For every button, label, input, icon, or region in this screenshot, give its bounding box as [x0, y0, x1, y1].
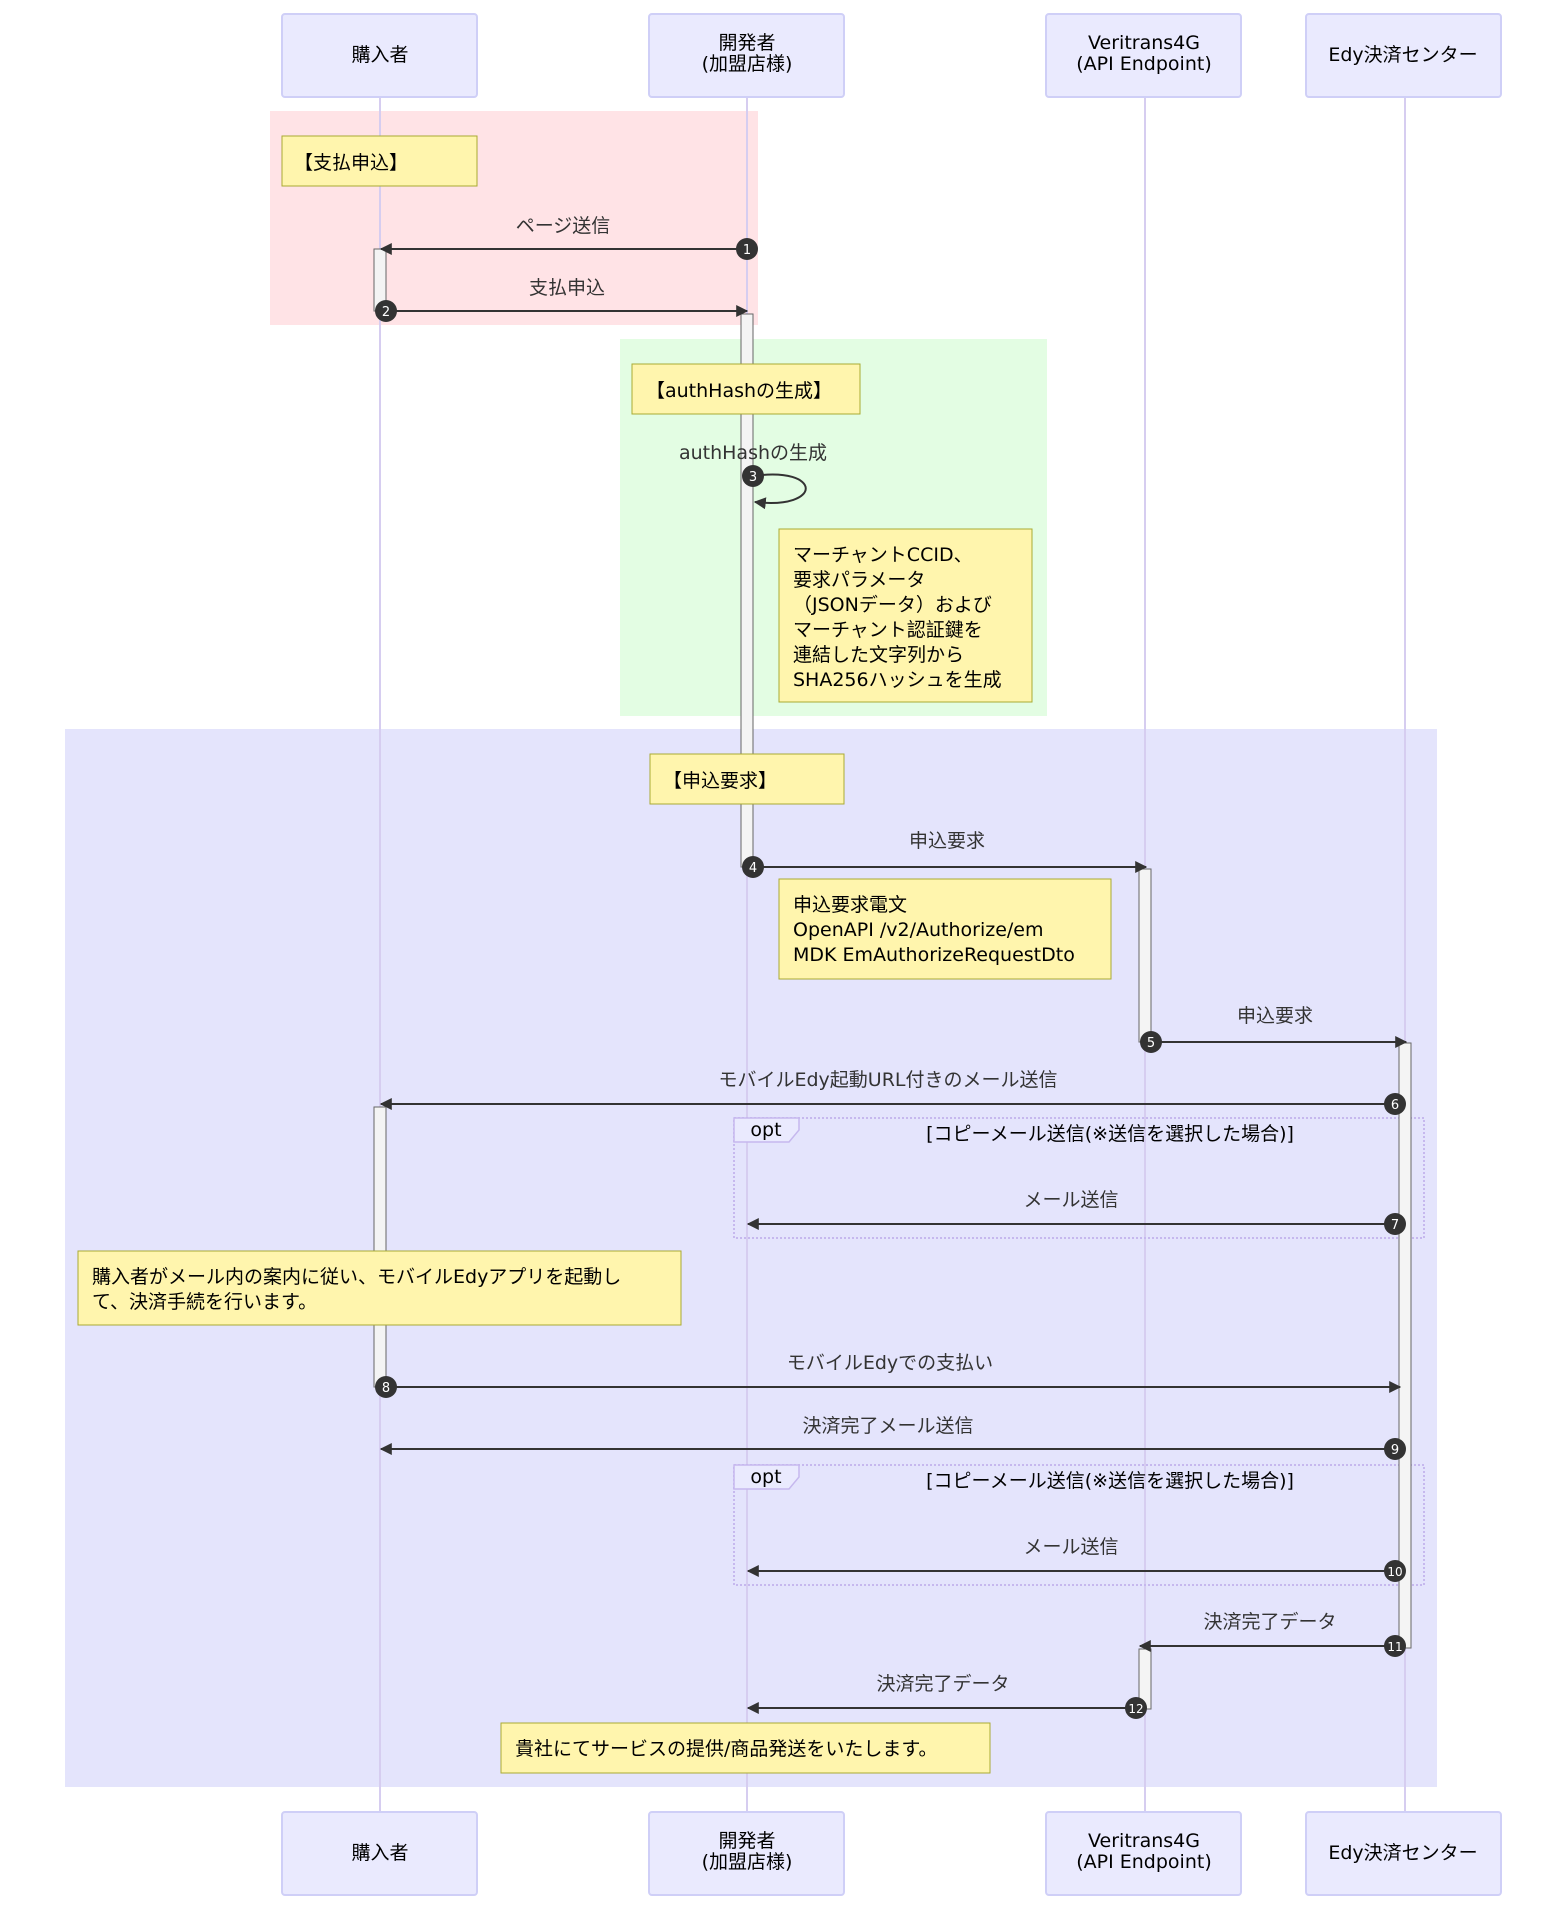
- svg-text:マーチャントCCID、: マーチャントCCID、: [793, 544, 973, 566]
- participant-developer-top: 開発者 (加盟店様): [648, 13, 845, 98]
- svg-text:（JSONデータ）および: （JSONデータ）および: [793, 594, 992, 616]
- sequence-number-5: 5: [1147, 1036, 1155, 1051]
- activation-edy-1: [1398, 1042, 1412, 1649]
- svg-text:Edy決済センター: Edy決済センター: [1328, 44, 1477, 66]
- sequence-number-8: 8: [382, 1381, 390, 1396]
- activation-veritrans-1: [1138, 868, 1152, 1043]
- sequence-number-10: 10: [1387, 1565, 1402, 1579]
- svg-text:連結した文字列から: 連結した文字列から: [793, 644, 964, 666]
- svg-text:(加盟店様): (加盟店様): [702, 53, 793, 75]
- svg-text:購入者: 購入者: [351, 44, 408, 66]
- message-2: 支払申込 2: [375, 277, 749, 322]
- opt-condition-2: [コピーメール送信(※送信を選択した場合)]: [926, 1470, 1294, 1492]
- opt-keyword-1: opt: [750, 1119, 781, 1141]
- svg-text:(API Endpoint): (API Endpoint): [1076, 53, 1212, 75]
- message-5: 申込要求 5: [1140, 1005, 1408, 1053]
- participant-developer-bottom: 開発者 (加盟店様): [648, 1811, 845, 1896]
- sequence-number-2: 2: [382, 305, 390, 320]
- participant-edy-bottom: Edy決済センター: [1305, 1811, 1502, 1896]
- opt-block-1: opt [コピーメール送信(※送信を選択した場合)]: [733, 1117, 1425, 1239]
- note-service: 貴社にてサービスの提供/商品発送をいたします。: [500, 1722, 991, 1774]
- svg-text:【支払申込】: 【支払申込】: [294, 152, 408, 174]
- sequence-number-11: 11: [1387, 1640, 1402, 1654]
- svg-text:MDK EmAuthorizeRequestDto: MDK EmAuthorizeRequestDto: [793, 944, 1075, 966]
- opt-block-2: opt [コピーメール送信(※送信を選択した場合)]: [733, 1464, 1425, 1586]
- message-7: メール送信 7: [746, 1189, 1406, 1235]
- svg-text:(API Endpoint): (API Endpoint): [1076, 1851, 1212, 1873]
- message-label-8: モバイルEdyでの支払い: [787, 1352, 993, 1374]
- sequence-number-12: 12: [1128, 1702, 1143, 1716]
- message-10: メール送信 10: [746, 1536, 1406, 1582]
- message-label-10: メール送信: [1023, 1536, 1118, 1558]
- svg-text:Edy決済センター: Edy決済センター: [1328, 1842, 1477, 1864]
- message-label-9: 決済完了メール送信: [802, 1415, 973, 1437]
- message-11: 決済完了データ 11: [1138, 1611, 1406, 1657]
- svg-text:購入者がメール内の案内に従い、モバイルEdyアプリを起動し: 購入者がメール内の案内に従い、モバイルEdyアプリを起動し: [92, 1266, 621, 1288]
- svg-text:要求パラメータ: 要求パラメータ: [793, 569, 925, 591]
- message-1: ページ送信 1: [379, 215, 758, 260]
- message-label-11: 決済完了データ: [1203, 1611, 1336, 1633]
- participant-edy-top: Edy決済センター: [1305, 13, 1502, 98]
- svg-text:【申込要求】: 【申込要求】: [663, 770, 777, 792]
- sequence-number-1: 1: [743, 243, 751, 258]
- sequence-number-3: 3: [749, 470, 757, 485]
- svg-text:(加盟店様): (加盟店様): [702, 1851, 793, 1873]
- svg-text:貴社にてサービスの提供/商品発送をいたします。: 貴社にてサービスの提供/商品発送をいたします。: [515, 1738, 938, 1760]
- opt-keyword-2: opt: [750, 1466, 781, 1488]
- note-buyer-action: 購入者がメール内の案内に従い、モバイルEdyアプリを起動し て、決済手続を行いま…: [77, 1250, 682, 1326]
- svg-text:申込要求電文: 申込要求電文: [793, 894, 907, 916]
- svg-text:て、決済手続を行います。: て、決済手続を行います。: [92, 1291, 317, 1313]
- message-9: 決済完了メール送信 9: [379, 1415, 1406, 1460]
- message-3: authHashの生成 3: [679, 442, 827, 510]
- section-label-request: 【申込要求】: [649, 753, 845, 805]
- svg-text:購入者: 購入者: [351, 1842, 408, 1864]
- message-label-7: メール送信: [1023, 1189, 1118, 1211]
- participant-buyer-top: 購入者: [281, 13, 478, 98]
- opt-condition-1: [コピーメール送信(※送信を選択した場合)]: [926, 1123, 1294, 1145]
- message-label-4: 申込要求: [909, 830, 985, 852]
- activation-buyer-2: [373, 1106, 387, 1388]
- note-request-message: 申込要求電文 OpenAPI /v2/Authorize/em MDK EmAu…: [778, 878, 1112, 980]
- message-label-6: モバイルEdy起動URL付きのメール送信: [718, 1069, 1057, 1091]
- message-4: 申込要求 4: [742, 830, 1148, 878]
- svg-text:マーチャント認証鍵を: マーチャント認証鍵を: [793, 619, 983, 641]
- sequence-number-7: 7: [1391, 1218, 1399, 1233]
- svg-text:SHA256ハッシュを生成: SHA256ハッシュを生成: [793, 669, 1002, 691]
- message-8: モバイルEdyでの支払い 8: [375, 1352, 1402, 1398]
- participant-veritrans-bottom: Veritrans4G (API Endpoint): [1045, 1811, 1242, 1896]
- message-6: モバイルEdy起動URL付きのメール送信 6: [379, 1069, 1406, 1115]
- svg-text:【authHashの生成】: 【authHashの生成】: [646, 380, 832, 402]
- message-label-5: 申込要求: [1237, 1005, 1313, 1027]
- message-label-3: authHashの生成: [679, 442, 827, 464]
- svg-text:Veritrans4G: Veritrans4G: [1088, 1830, 1200, 1852]
- sequence-number-6: 6: [1391, 1098, 1399, 1113]
- note-hash-generation: マーチャントCCID、 要求パラメータ （JSONデータ）および マーチャント認…: [778, 528, 1033, 703]
- message-label-1: ページ送信: [516, 215, 611, 237]
- participant-buyer-bottom: 購入者: [281, 1811, 478, 1896]
- section-label-authhash: 【authHashの生成】: [631, 363, 861, 415]
- svg-text:開発者: 開発者: [718, 1830, 775, 1852]
- participant-veritrans-top: Veritrans4G (API Endpoint): [1045, 13, 1242, 98]
- sequence-number-9: 9: [1391, 1443, 1399, 1458]
- svg-text:OpenAPI /v2/Authorize/em: OpenAPI /v2/Authorize/em: [793, 919, 1044, 941]
- message-label-12: 決済完了データ: [876, 1673, 1009, 1695]
- message-12: 決済完了データ 12: [746, 1673, 1147, 1719]
- message-label-2: 支払申込: [529, 277, 605, 299]
- section-label-payment-application: 【支払申込】: [281, 135, 478, 187]
- sequence-number-4: 4: [749, 861, 757, 876]
- svg-text:Veritrans4G: Veritrans4G: [1088, 32, 1200, 54]
- svg-text:開発者: 開発者: [718, 32, 775, 54]
